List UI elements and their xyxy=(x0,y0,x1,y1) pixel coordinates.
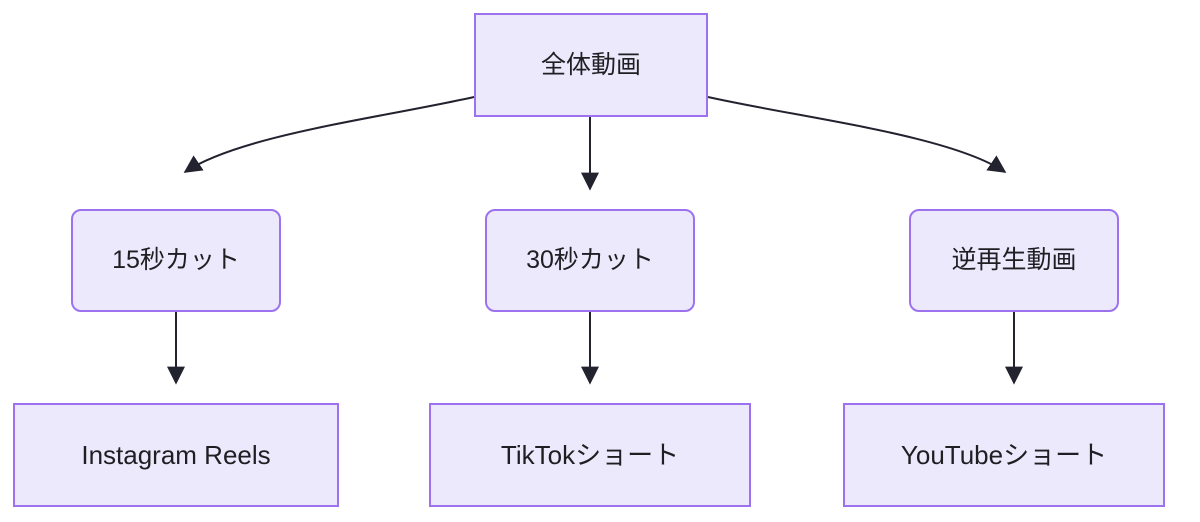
node-tiktok-shorts[interactable]: TikTokショート xyxy=(429,403,751,507)
node-label: 逆再生動画 xyxy=(951,246,1077,274)
node-label: 15秒カット xyxy=(112,246,240,274)
node-30-second-cut[interactable]: 30秒カット xyxy=(485,209,695,312)
node-root-whole-video[interactable]: 全体動画 xyxy=(474,13,708,117)
node-label: TikTokショート xyxy=(500,440,680,470)
node-label: YouTubeショート xyxy=(900,440,1108,470)
node-instagram-reels[interactable]: Instagram Reels xyxy=(13,403,339,507)
node-label: 全体動画 xyxy=(540,50,641,79)
edge-root-to-cut15 xyxy=(183,96,475,173)
node-reverse-playback-video[interactable]: 逆再生動画 xyxy=(909,209,1119,312)
node-label: Instagram Reels xyxy=(81,440,271,470)
edge-root-to-reverse xyxy=(707,96,1007,173)
node-label: 30秒カット xyxy=(526,246,654,274)
node-youtube-shorts[interactable]: YouTubeショート xyxy=(843,403,1165,507)
node-15-second-cut[interactable]: 15秒カット xyxy=(71,209,281,312)
